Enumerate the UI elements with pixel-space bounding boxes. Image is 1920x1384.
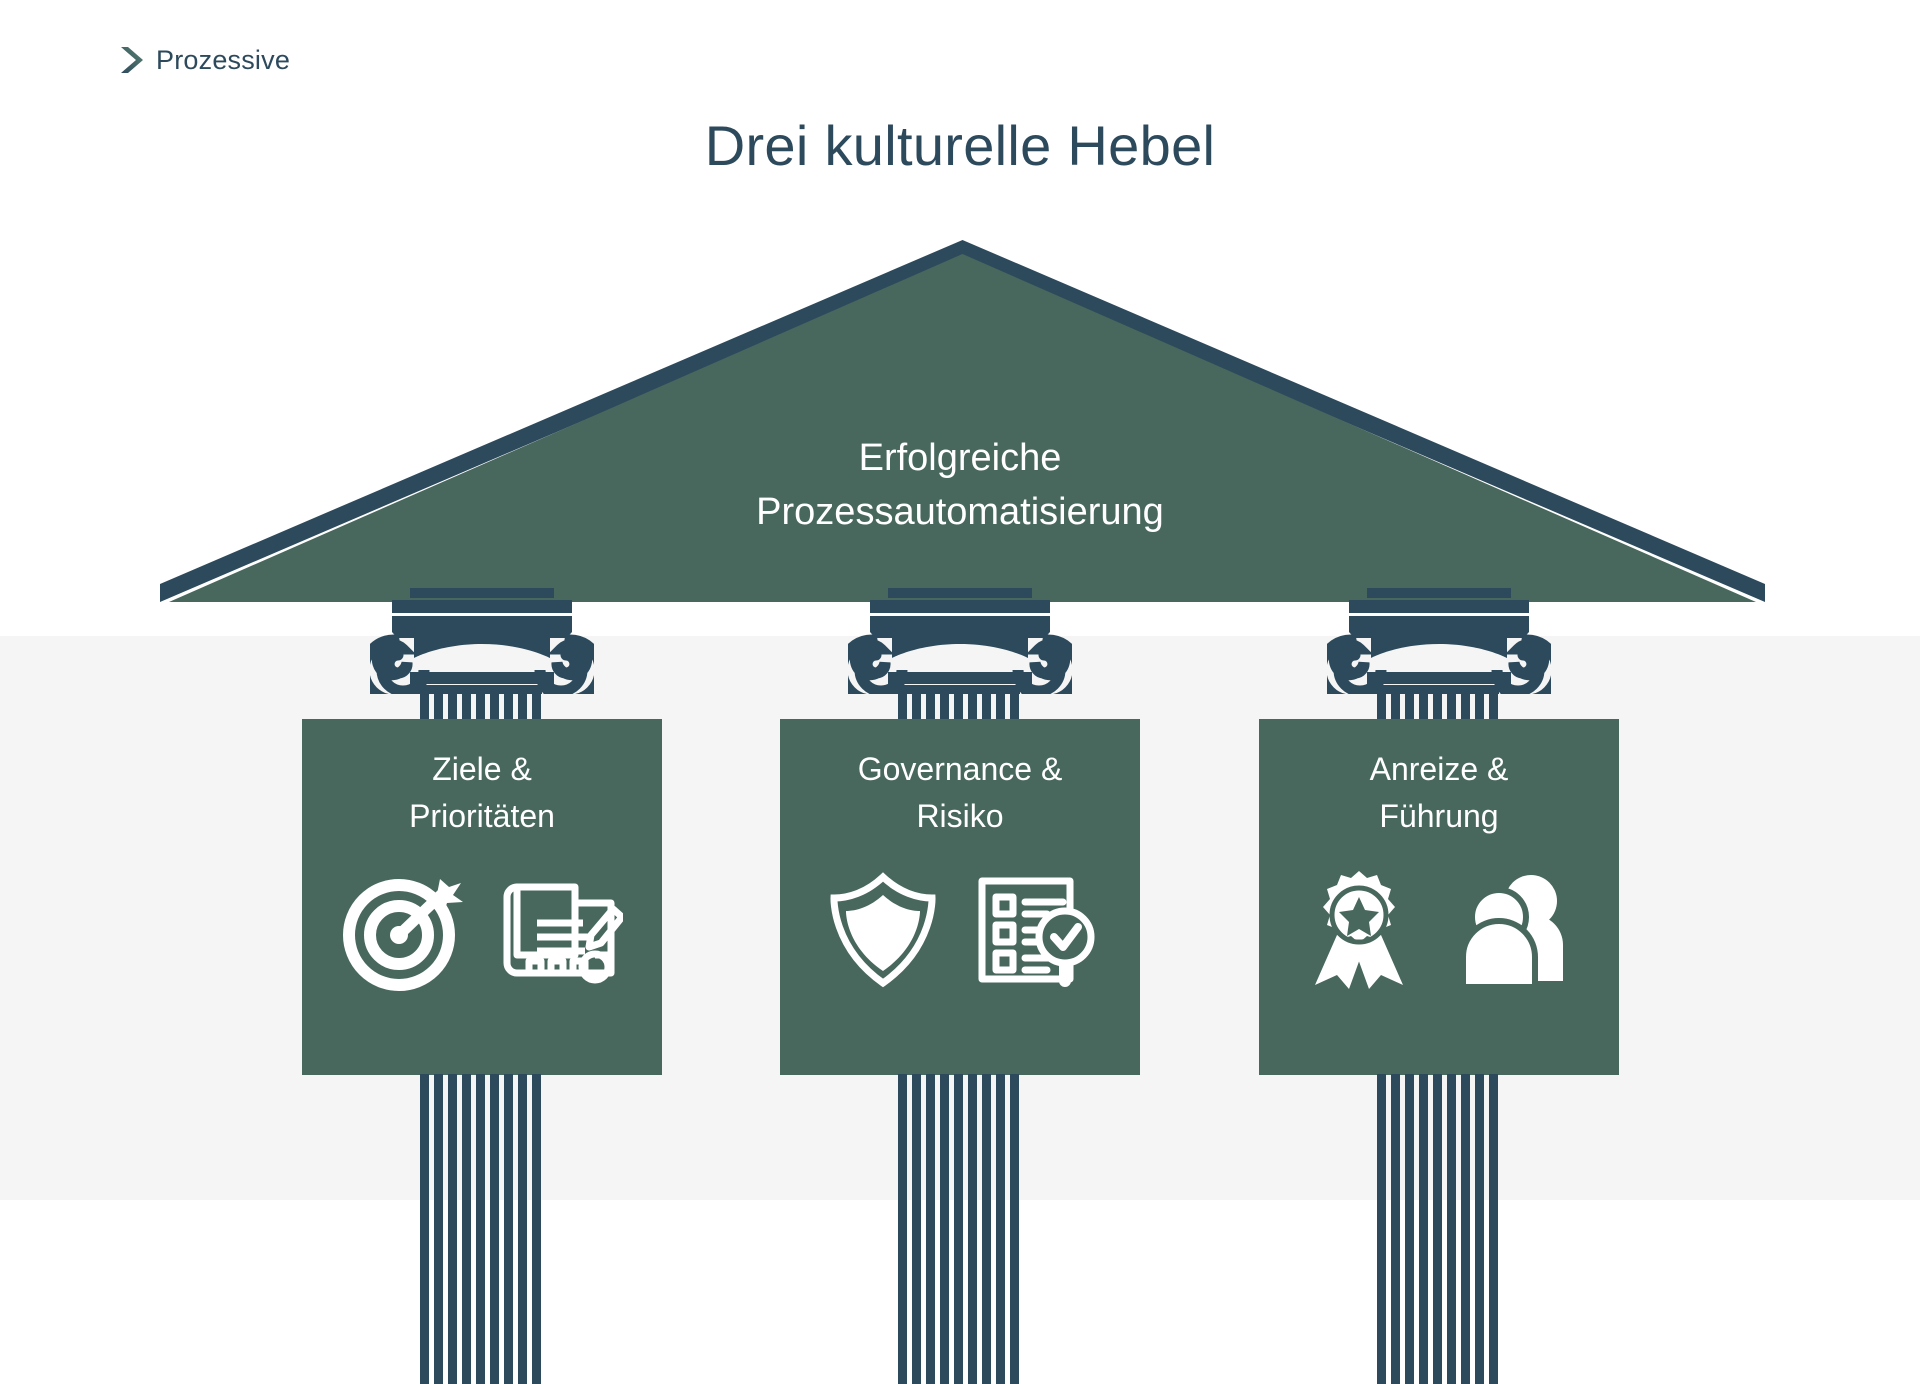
pillar-shaft-lower xyxy=(898,1074,1022,1384)
pillar-card-title-line1: Ziele & xyxy=(432,751,532,787)
pillar-card-title-line1: Governance & xyxy=(857,751,1063,787)
pillar-card[interactable]: Governance & Risiko xyxy=(780,719,1140,1075)
page-title: Drei kulturelle Hebel xyxy=(704,114,1216,177)
temple-diagram: Erfolgreiche Prozessautomatisierung xyxy=(160,240,1765,1384)
checklist-magnifier-icon xyxy=(978,877,1095,987)
target-arrow-icon xyxy=(343,878,463,991)
pillar-card-icons xyxy=(824,869,1096,991)
people-team-icon xyxy=(1460,874,1563,990)
ionic-capital-icon xyxy=(1327,588,1551,694)
pillar-shaft-lower xyxy=(420,1074,544,1384)
blueprint-pencil-icon xyxy=(503,883,623,984)
pillar-card-title-line1: Anreize & xyxy=(1369,751,1509,787)
pillar-card[interactable]: Anreize & Führung xyxy=(1259,719,1619,1075)
shield-icon xyxy=(830,871,936,988)
pillar-card-title: Ziele & Prioritäten xyxy=(317,746,647,841)
pediment-roof xyxy=(160,240,1765,602)
pillar-shaft-upper xyxy=(898,688,1022,734)
pediment-headline-line1: Erfolgreiche xyxy=(858,437,1062,479)
ionic-capital-icon xyxy=(848,588,1072,694)
brand-name: Prozessive xyxy=(156,44,291,75)
chevron-right-icon xyxy=(121,47,143,73)
pillar-card-title: Governance & Risiko xyxy=(795,746,1125,841)
pillar-card-icons xyxy=(1303,869,1575,991)
ionic-capital-icon xyxy=(370,588,594,694)
pillar-card-icons xyxy=(341,869,623,991)
pillar-shaft-upper xyxy=(420,688,544,734)
pillar-shaft-lower xyxy=(1377,1074,1501,1384)
brand-logo[interactable]: Prozessive xyxy=(117,42,290,78)
pillar-card-title-line2: Führung xyxy=(1379,798,1499,835)
pediment-headline-line2: Prozessautomatisierung xyxy=(756,490,1164,533)
pillar-card[interactable]: Ziele & Prioritäten xyxy=(302,719,662,1075)
pediment-headline: Erfolgreiche Prozessautomatisierung xyxy=(660,432,1260,540)
pillar-card-title: Anreize & Führung xyxy=(1274,746,1604,841)
pillar-card-title-line2: Risiko xyxy=(916,798,1004,835)
pillar-card-title-line2: Prioritäten xyxy=(409,798,555,835)
pillar-shaft-upper xyxy=(1377,688,1501,734)
award-ribbon-icon xyxy=(1315,870,1403,989)
